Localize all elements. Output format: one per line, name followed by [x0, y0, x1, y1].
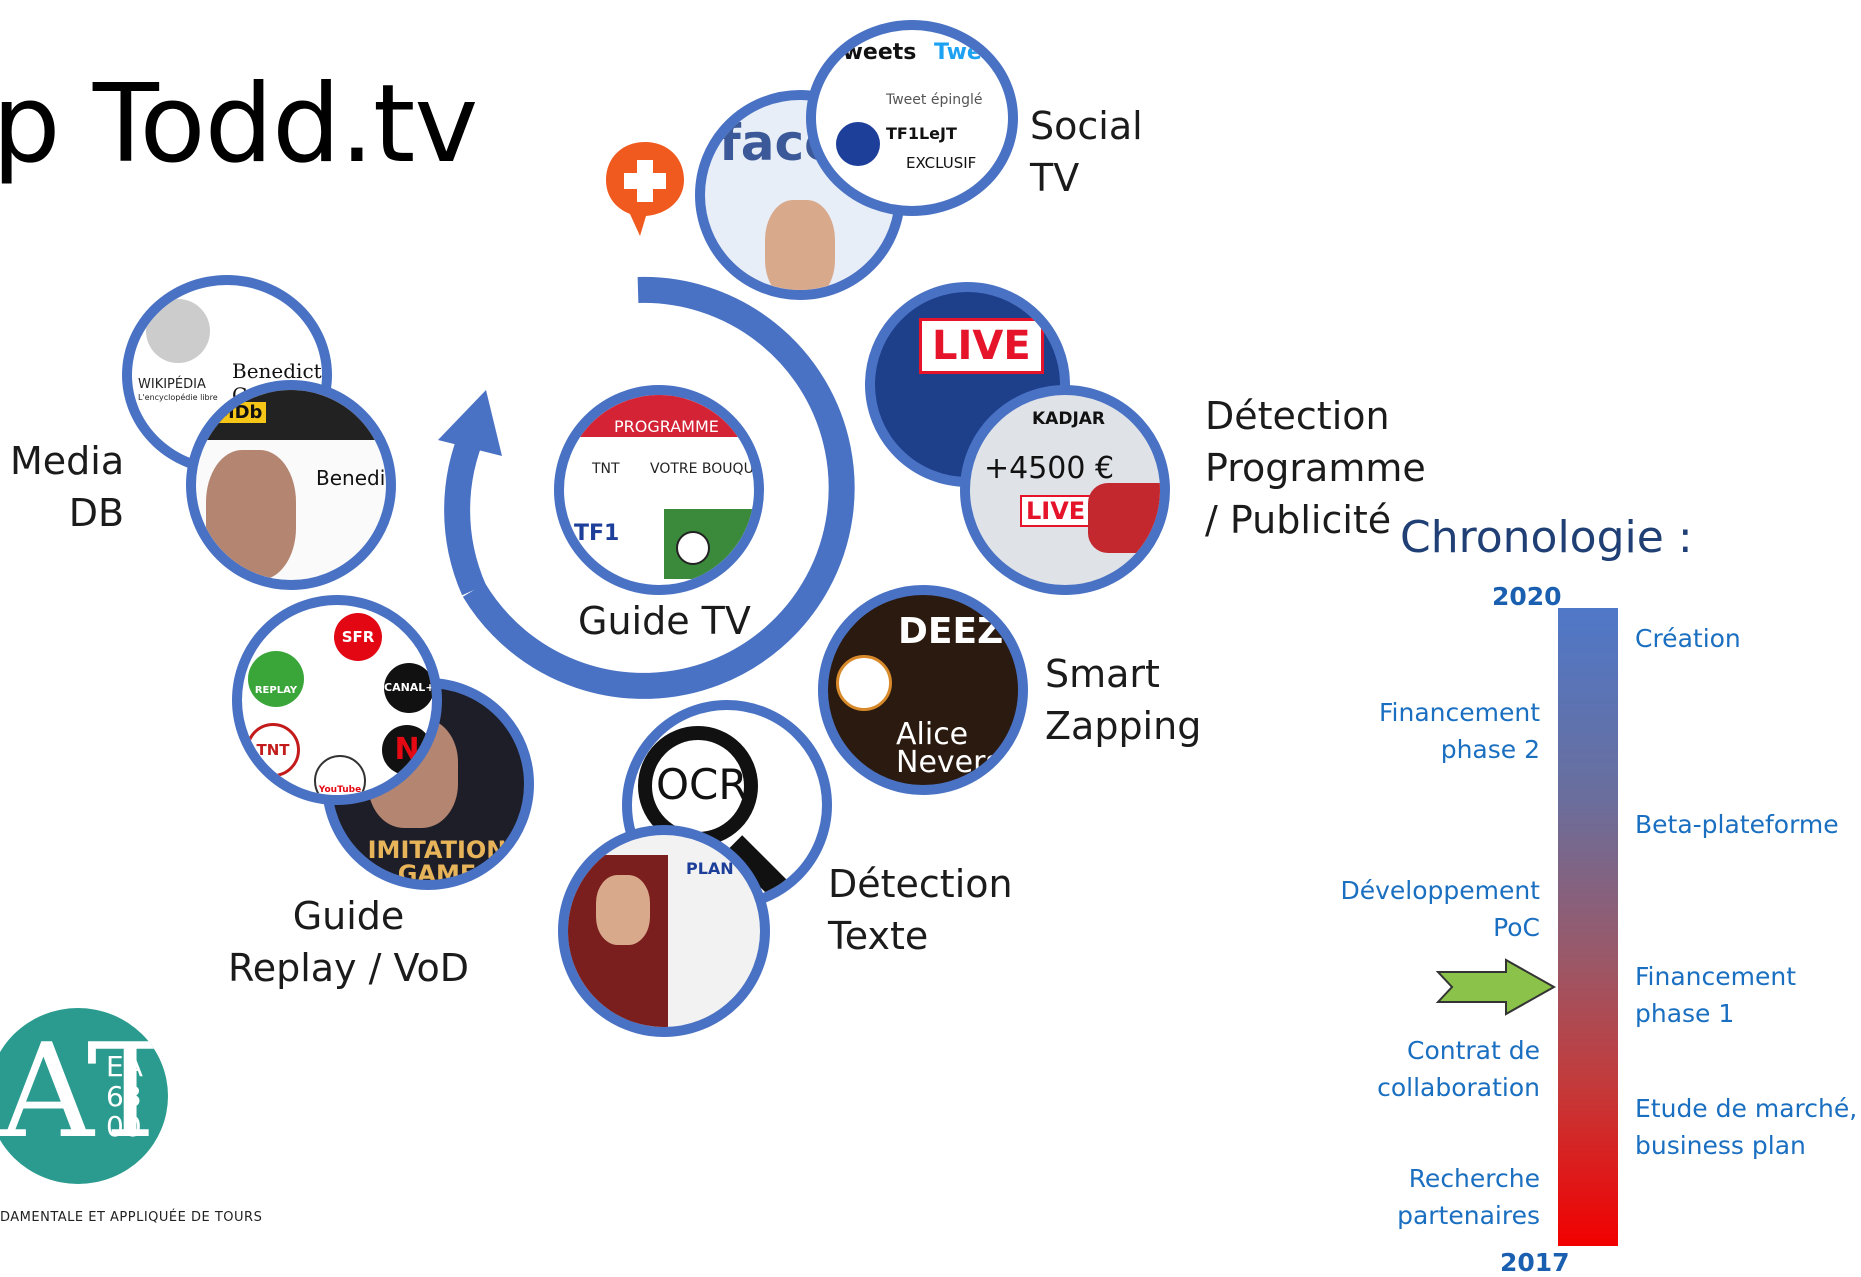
cycle-arrow: [438, 276, 855, 699]
alice-nevers-text: Alice Nevers: [896, 717, 1002, 780]
twitter-thumbnail: Tweets Twe Tweet épinglé TF1LeJT EXCLUSI…: [806, 20, 1018, 216]
current-stage-arrow-icon: [1435, 958, 1557, 1016]
add-bubble-icon: [606, 142, 684, 236]
logo-code-1: EA: [106, 1050, 143, 1083]
logo-caption: DAMENTALE ET APPLIQUÉE DE TOURS: [0, 1210, 263, 1225]
price-text: +4500 €: [984, 451, 1115, 486]
milestone-creation: Création: [1635, 624, 1741, 653]
wikipedia-subtitle: L'encyclopédie libre: [138, 393, 218, 402]
imdb-thumbnail: IMDb Benedic: [186, 380, 396, 590]
logo-code-3: 00: [106, 1110, 142, 1143]
tweets-tab-2: Twe: [934, 40, 982, 65]
news-thumbnail: PLAN: [558, 825, 770, 1037]
plan-text: PLAN: [686, 859, 734, 878]
year-2017: 2017: [1500, 1248, 1570, 1277]
page-title: p Todd.tv: [0, 62, 478, 187]
ocr-text: OCR: [656, 760, 748, 809]
thumb-programme: PROGRAMME: [614, 417, 719, 436]
chronologie-title: Chronologie :: [1400, 512, 1693, 563]
live-badge-2: LIVE: [1020, 495, 1092, 527]
tweet-user: TF1LeJT: [886, 124, 957, 143]
imdb-logo: IMDb: [206, 402, 267, 423]
year-2020: 2020: [1492, 582, 1562, 611]
university-logo: AT EA 63 00: [0, 1008, 168, 1184]
deezer-thumbnail: DEEZER Alice Nevers: [818, 585, 1028, 795]
milestone-etude: Etude de marché,business plan: [1635, 1094, 1858, 1160]
replay-apps-thumbnail: SFR REPLAY CANAL+ TNT N YouTube: [232, 595, 442, 805]
kadjar-text: KADJAR: [1032, 409, 1106, 429]
youtube-icon: YouTube: [314, 755, 366, 795]
canal-play-icon: CANAL+: [384, 663, 432, 713]
facebook-thumbnail: faceb: [695, 90, 905, 300]
logo-letters: AT: [0, 1015, 168, 1167]
deezer-text: DEEZER: [898, 611, 1028, 652]
tweet-exclusive: EXCLUSIF: [906, 154, 977, 172]
timeline-bar: [1558, 608, 1618, 1246]
tf1-logo: TF1: [574, 521, 620, 546]
milestone-beta: Beta-plateforme: [1635, 810, 1839, 839]
wikipedia-text: WIKIPÉDIA: [138, 377, 206, 392]
logo-code-2: 63: [106, 1080, 142, 1113]
netflix-icon: N: [382, 725, 432, 775]
car-ad-thumbnail: KADJAR +4500 € LIVE: [960, 385, 1170, 595]
tweet-pinned: Tweet épinglé: [886, 92, 983, 108]
tnt-icon: TNT: [246, 723, 300, 777]
replay-icon: REPLAY: [248, 651, 304, 707]
imdb-name: Benedic: [316, 466, 396, 490]
live-badge: LIVE: [919, 318, 1044, 374]
guide-tv-label: Guide TV: [578, 599, 751, 643]
thumb-tab-bouquet: VOTRE BOUQU: [650, 461, 754, 477]
tweets-tab: Tweets: [830, 40, 917, 65]
thumb-tab-tnt: TNT: [592, 461, 620, 477]
sfr-play-icon: SFR: [334, 613, 382, 661]
imitation-game-title: IMITATION GAME: [367, 836, 507, 888]
guide-tv-thumbnail: PROGRAMME TNT VOTRE BOUQU TF1: [554, 385, 764, 595]
